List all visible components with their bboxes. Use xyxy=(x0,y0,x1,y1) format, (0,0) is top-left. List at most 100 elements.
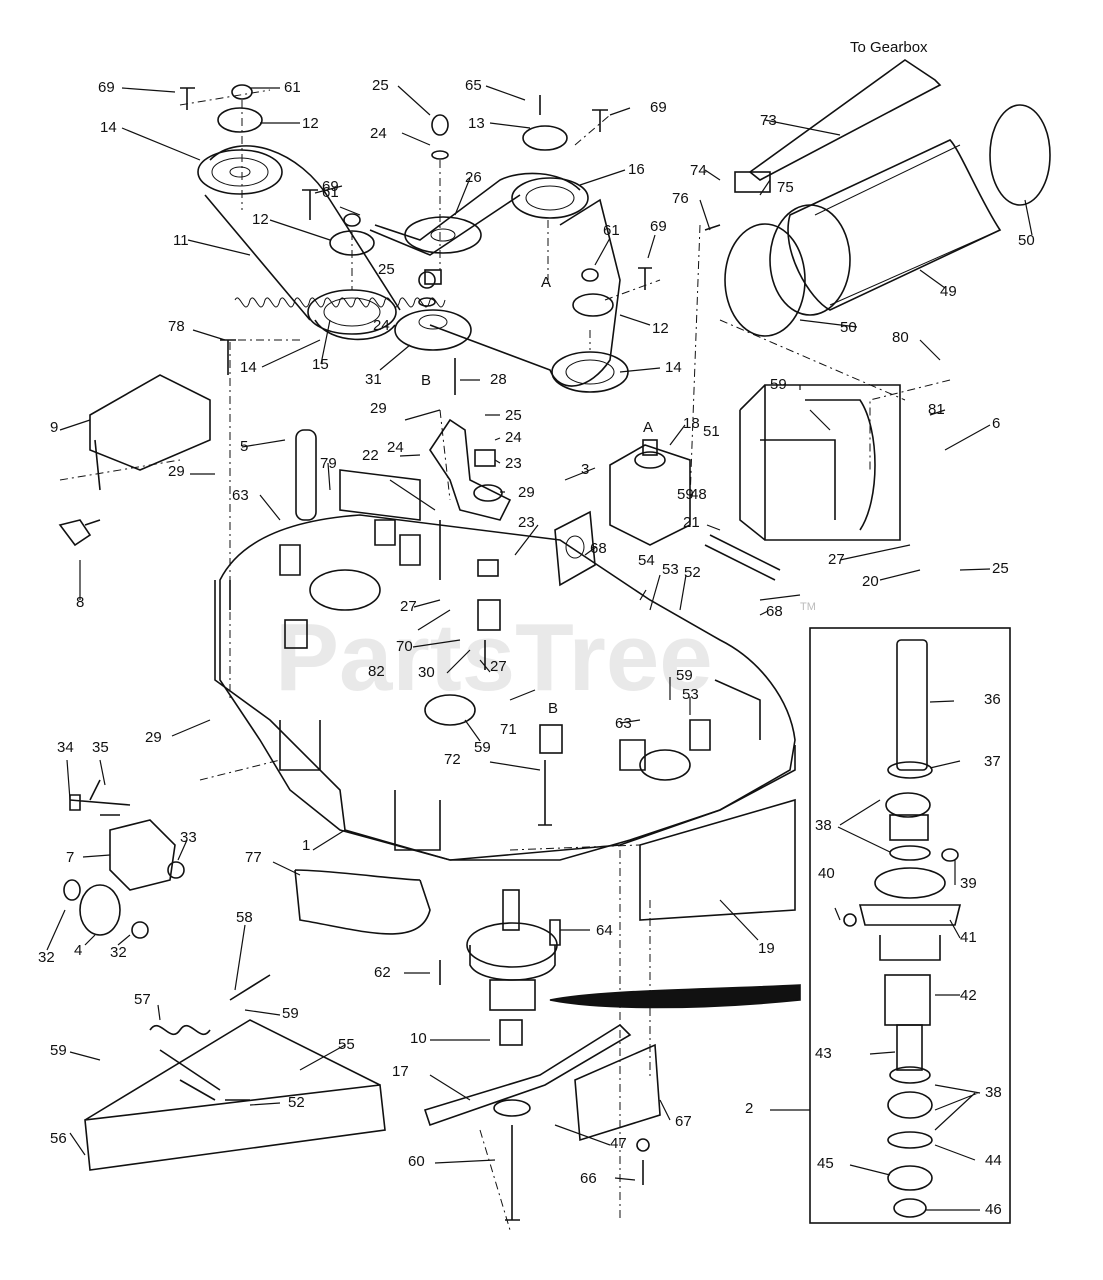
spindle-detail-box xyxy=(809,627,1011,1224)
callout-label: 12 xyxy=(252,211,269,228)
discharge-chute xyxy=(704,59,1051,581)
callout-label: 17 xyxy=(392,1063,409,1080)
callout-label: 43 xyxy=(815,1045,832,1062)
callout-label: 39 xyxy=(960,875,977,892)
callout-label: 14 xyxy=(665,359,682,376)
callout-label: 52 xyxy=(684,564,701,581)
callout-label: 61 xyxy=(284,79,301,96)
callout-label: 27 xyxy=(828,551,845,568)
callout-label: 29 xyxy=(370,400,387,417)
callout-label: 53 xyxy=(682,686,699,703)
callout-label: 71 xyxy=(500,721,517,738)
callout-label: 1 xyxy=(302,837,310,854)
callout-label: 72 xyxy=(444,751,461,768)
callout-label: 14 xyxy=(100,119,117,136)
callout-label: 67 xyxy=(675,1113,692,1130)
callout-label: 47 xyxy=(610,1135,627,1152)
callout-label: 3 xyxy=(581,461,589,478)
callout-label: 23 xyxy=(505,455,522,472)
callout-label: 25 xyxy=(992,560,1009,577)
callout-label: 52 xyxy=(288,1094,305,1111)
callout-label: 77 xyxy=(245,849,262,866)
callout-label: 40 xyxy=(818,865,835,882)
callout-label: 70 xyxy=(396,638,413,655)
callout-label: 57 xyxy=(134,991,151,1008)
callout-label: 24 xyxy=(387,439,404,456)
callout-label: 20 xyxy=(862,573,879,590)
callout-label: 54 xyxy=(638,552,655,569)
callout-label: 68 xyxy=(766,603,783,620)
callout-label: 23 xyxy=(518,514,535,531)
callout-label: 25 xyxy=(372,77,389,94)
callout-label: 82 xyxy=(368,663,385,680)
mower-deck xyxy=(89,297,796,935)
callout-label: 18 xyxy=(683,415,700,432)
callout-label: 38 xyxy=(815,817,832,834)
callout-label: 37 xyxy=(984,753,1001,770)
reference-letter: B xyxy=(421,372,431,389)
callout-label: 80 xyxy=(892,329,909,346)
callout-label: 59 xyxy=(474,739,491,756)
callout-label: 49 xyxy=(940,283,957,300)
callout-label: 61 xyxy=(603,222,620,239)
callout-label: 51 xyxy=(703,423,720,440)
callout-label: 32 xyxy=(110,944,127,961)
callout-label: 21 xyxy=(683,514,700,531)
callout-label: 27 xyxy=(490,658,507,675)
callout-label: 69 xyxy=(650,99,667,116)
callout-label: 81 xyxy=(928,401,945,418)
callout-label: 63 xyxy=(615,715,632,732)
centerlines xyxy=(59,89,951,1231)
watermark-tm: TM xyxy=(800,601,816,613)
callout-label: 24 xyxy=(370,125,387,142)
callout-label: 31 xyxy=(365,371,382,388)
callout-label: 29 xyxy=(145,729,162,746)
callout-label: 16 xyxy=(628,161,645,178)
callout-label: 59 xyxy=(770,376,787,393)
callout-label: 44 xyxy=(985,1152,1002,1169)
left-hardware xyxy=(58,519,185,939)
callout-label: 24 xyxy=(373,317,390,334)
callout-label: 35 xyxy=(92,739,109,756)
callout-label: 59 xyxy=(50,1042,67,1059)
baffle-assembly xyxy=(84,974,386,1171)
reference-letter: A xyxy=(643,419,653,436)
callout-label: 69 xyxy=(322,178,339,195)
callout-label: 74 xyxy=(690,162,707,179)
callout-label: 63 xyxy=(232,487,249,504)
callout-label: 6 xyxy=(992,415,1000,432)
callout-label: 59 xyxy=(676,667,693,684)
callout-label: 50 xyxy=(1018,232,1035,249)
callout-label: 55 xyxy=(338,1036,355,1053)
leader-lines xyxy=(46,85,1033,1211)
callout-label: 65 xyxy=(465,77,482,94)
callout-label: 11 xyxy=(173,232,189,249)
callout-label: 9 xyxy=(50,419,58,436)
callout-label: 36 xyxy=(984,691,1001,708)
callout-label: 69 xyxy=(98,79,115,96)
callout-label: 61 xyxy=(322,184,339,201)
callout-label: 59 xyxy=(677,486,694,503)
callout-label: 60 xyxy=(408,1153,425,1170)
callout-label: 4 xyxy=(74,942,82,959)
callout-label: 30 xyxy=(418,664,435,681)
callout-label: 42 xyxy=(960,987,977,1004)
callout-label: 33 xyxy=(180,829,197,846)
callout-label: 29 xyxy=(518,484,535,501)
pulley-assembly xyxy=(180,84,652,395)
callout-label: 58 xyxy=(236,909,253,926)
reference-letter: B xyxy=(548,700,558,717)
callout-label: 53 xyxy=(662,561,679,578)
callout-label: 19 xyxy=(758,940,775,957)
callout-label: 34 xyxy=(57,739,74,756)
callout-label: 45 xyxy=(817,1155,834,1172)
callout-label: 75 xyxy=(777,179,794,196)
callout-label: 68 xyxy=(590,540,607,557)
callout-label: 73 xyxy=(760,112,777,129)
callout-label: 25 xyxy=(505,407,522,424)
callout-label: 2 xyxy=(745,1100,753,1117)
callout-label: 38 xyxy=(985,1084,1002,1101)
callout-label: 25 xyxy=(378,261,395,278)
